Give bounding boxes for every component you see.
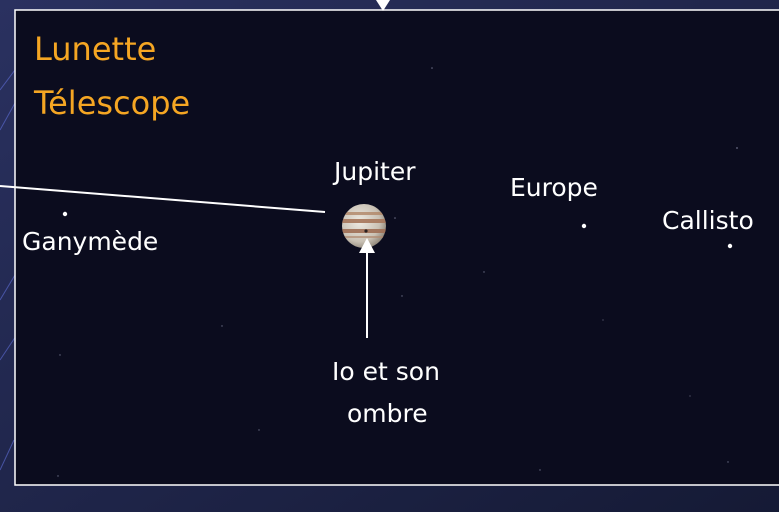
io-arrow <box>359 238 375 338</box>
io-shadow-dot <box>364 229 368 233</box>
europa-dot <box>581 223 587 229</box>
label-europe: Europe <box>510 173 598 202</box>
label-io-line2: ombre <box>347 399 428 428</box>
label-io-line1: Io et son <box>332 357 440 386</box>
ganymede-dot <box>62 211 68 217</box>
jupiter-planet <box>342 204 386 248</box>
callisto-dot <box>727 243 733 249</box>
label-ganymede: Ganymède <box>22 227 159 256</box>
label-callisto: Callisto <box>662 206 754 235</box>
top-pointer-tip <box>376 0 390 11</box>
background-stars <box>57 67 738 477</box>
title-line-lunette: Lunette <box>34 30 157 68</box>
jupiter-pointer-line <box>0 185 326 213</box>
sky-frame <box>14 9 779 486</box>
label-jupiter: Jupiter <box>334 157 416 186</box>
title-line-telescope: Télescope <box>34 84 191 122</box>
